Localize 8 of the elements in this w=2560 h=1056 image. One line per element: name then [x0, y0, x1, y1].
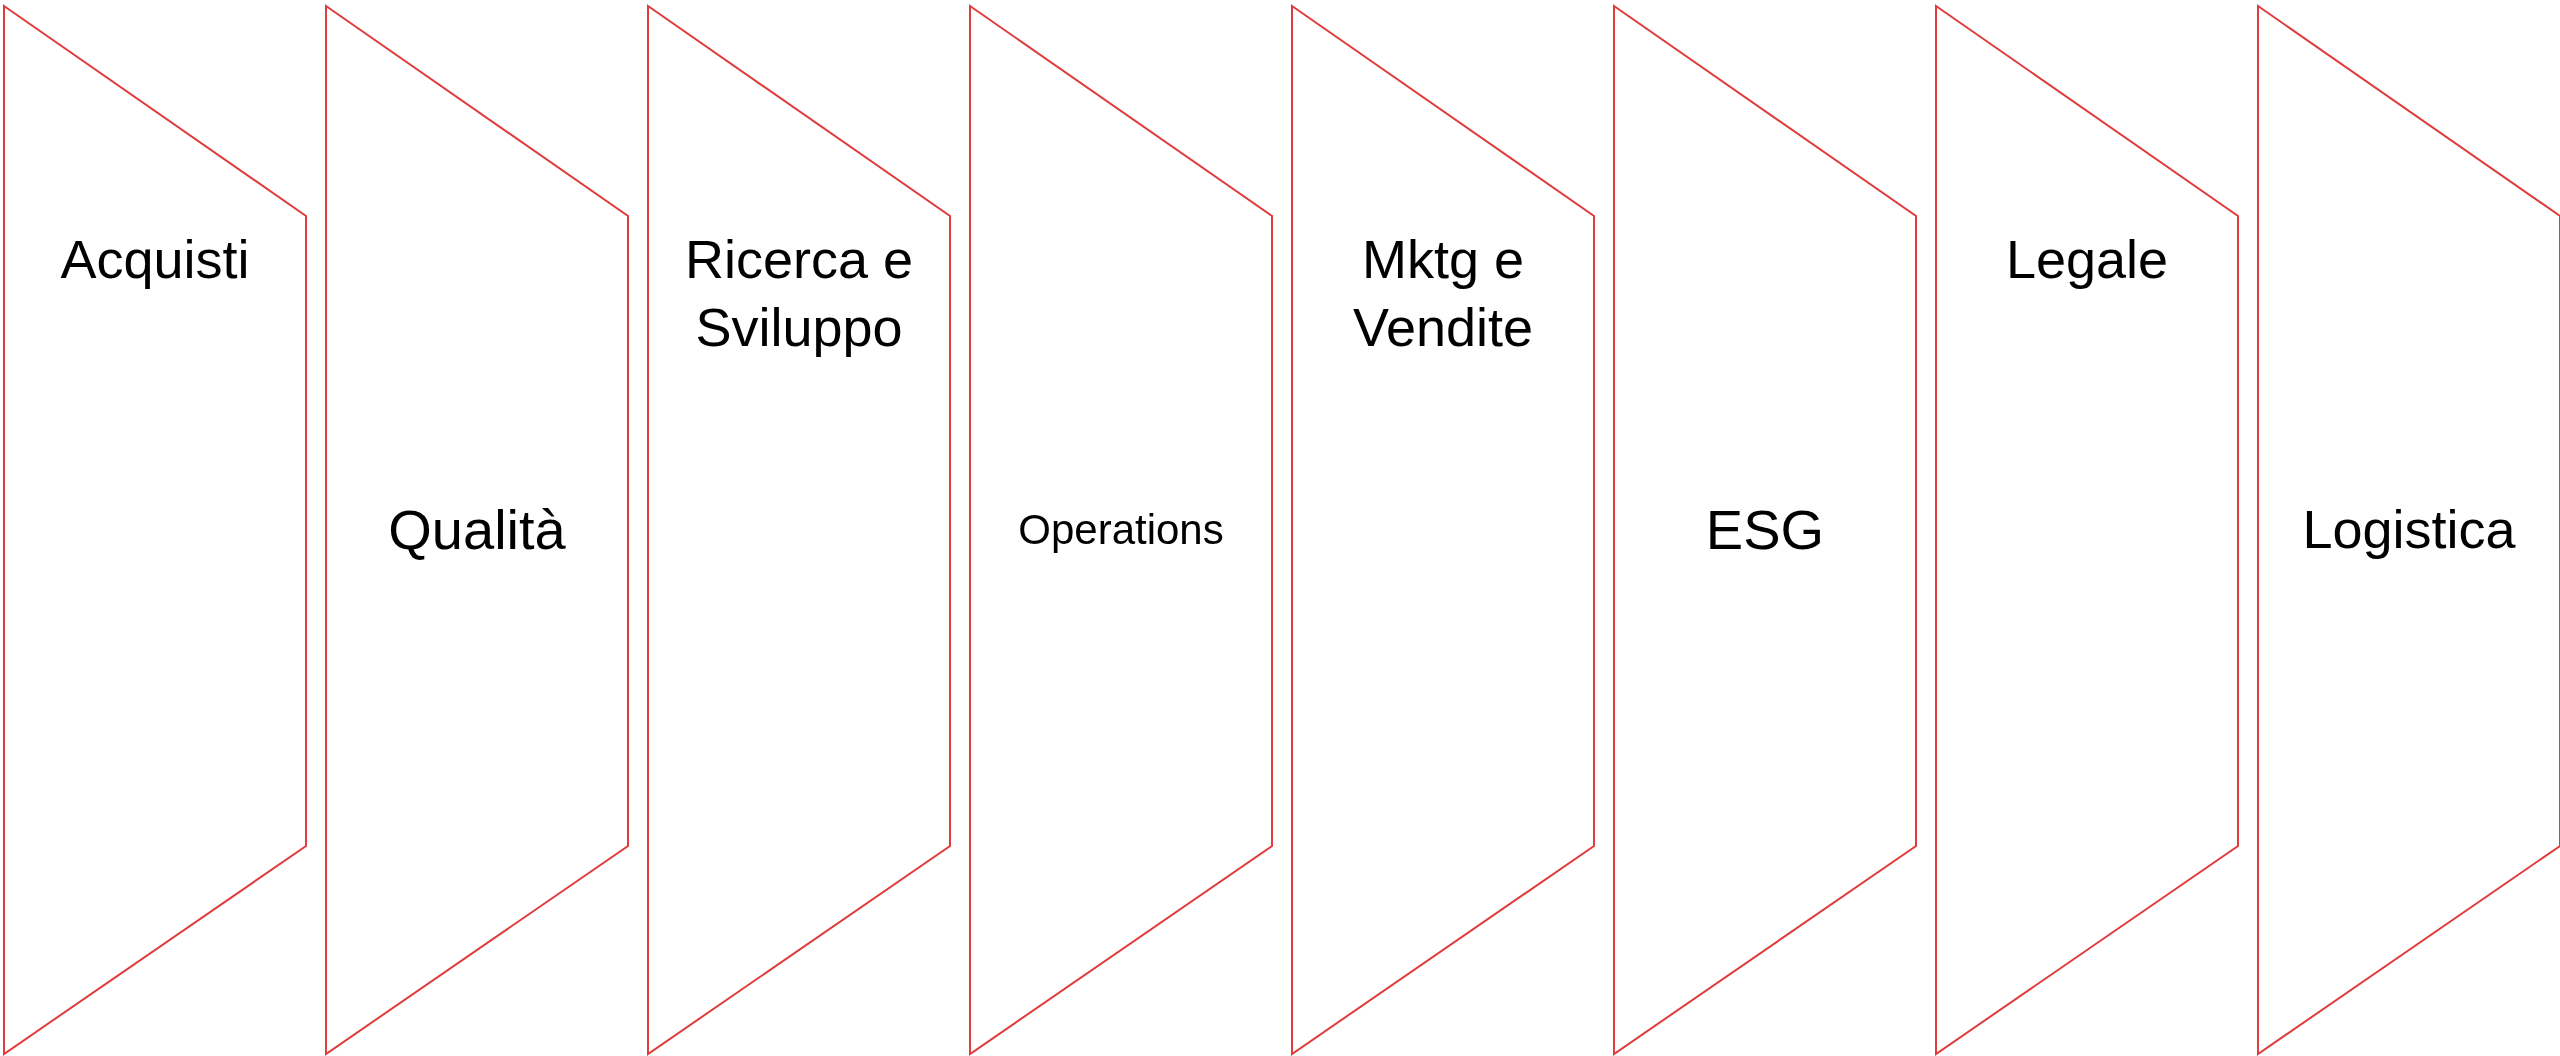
department-label: ESG [1704, 497, 1826, 563]
department-label: Qualità [387, 497, 567, 563]
department-label: Legale [2004, 228, 2170, 291]
department-label: Operations [1017, 504, 1225, 555]
department-label: Mktg e Vendite [1351, 228, 1535, 359]
department-label: Acquisti [59, 228, 251, 291]
department-label: Logistica [2301, 498, 2517, 562]
department-label: Ricerca e Sviluppo [683, 228, 915, 359]
